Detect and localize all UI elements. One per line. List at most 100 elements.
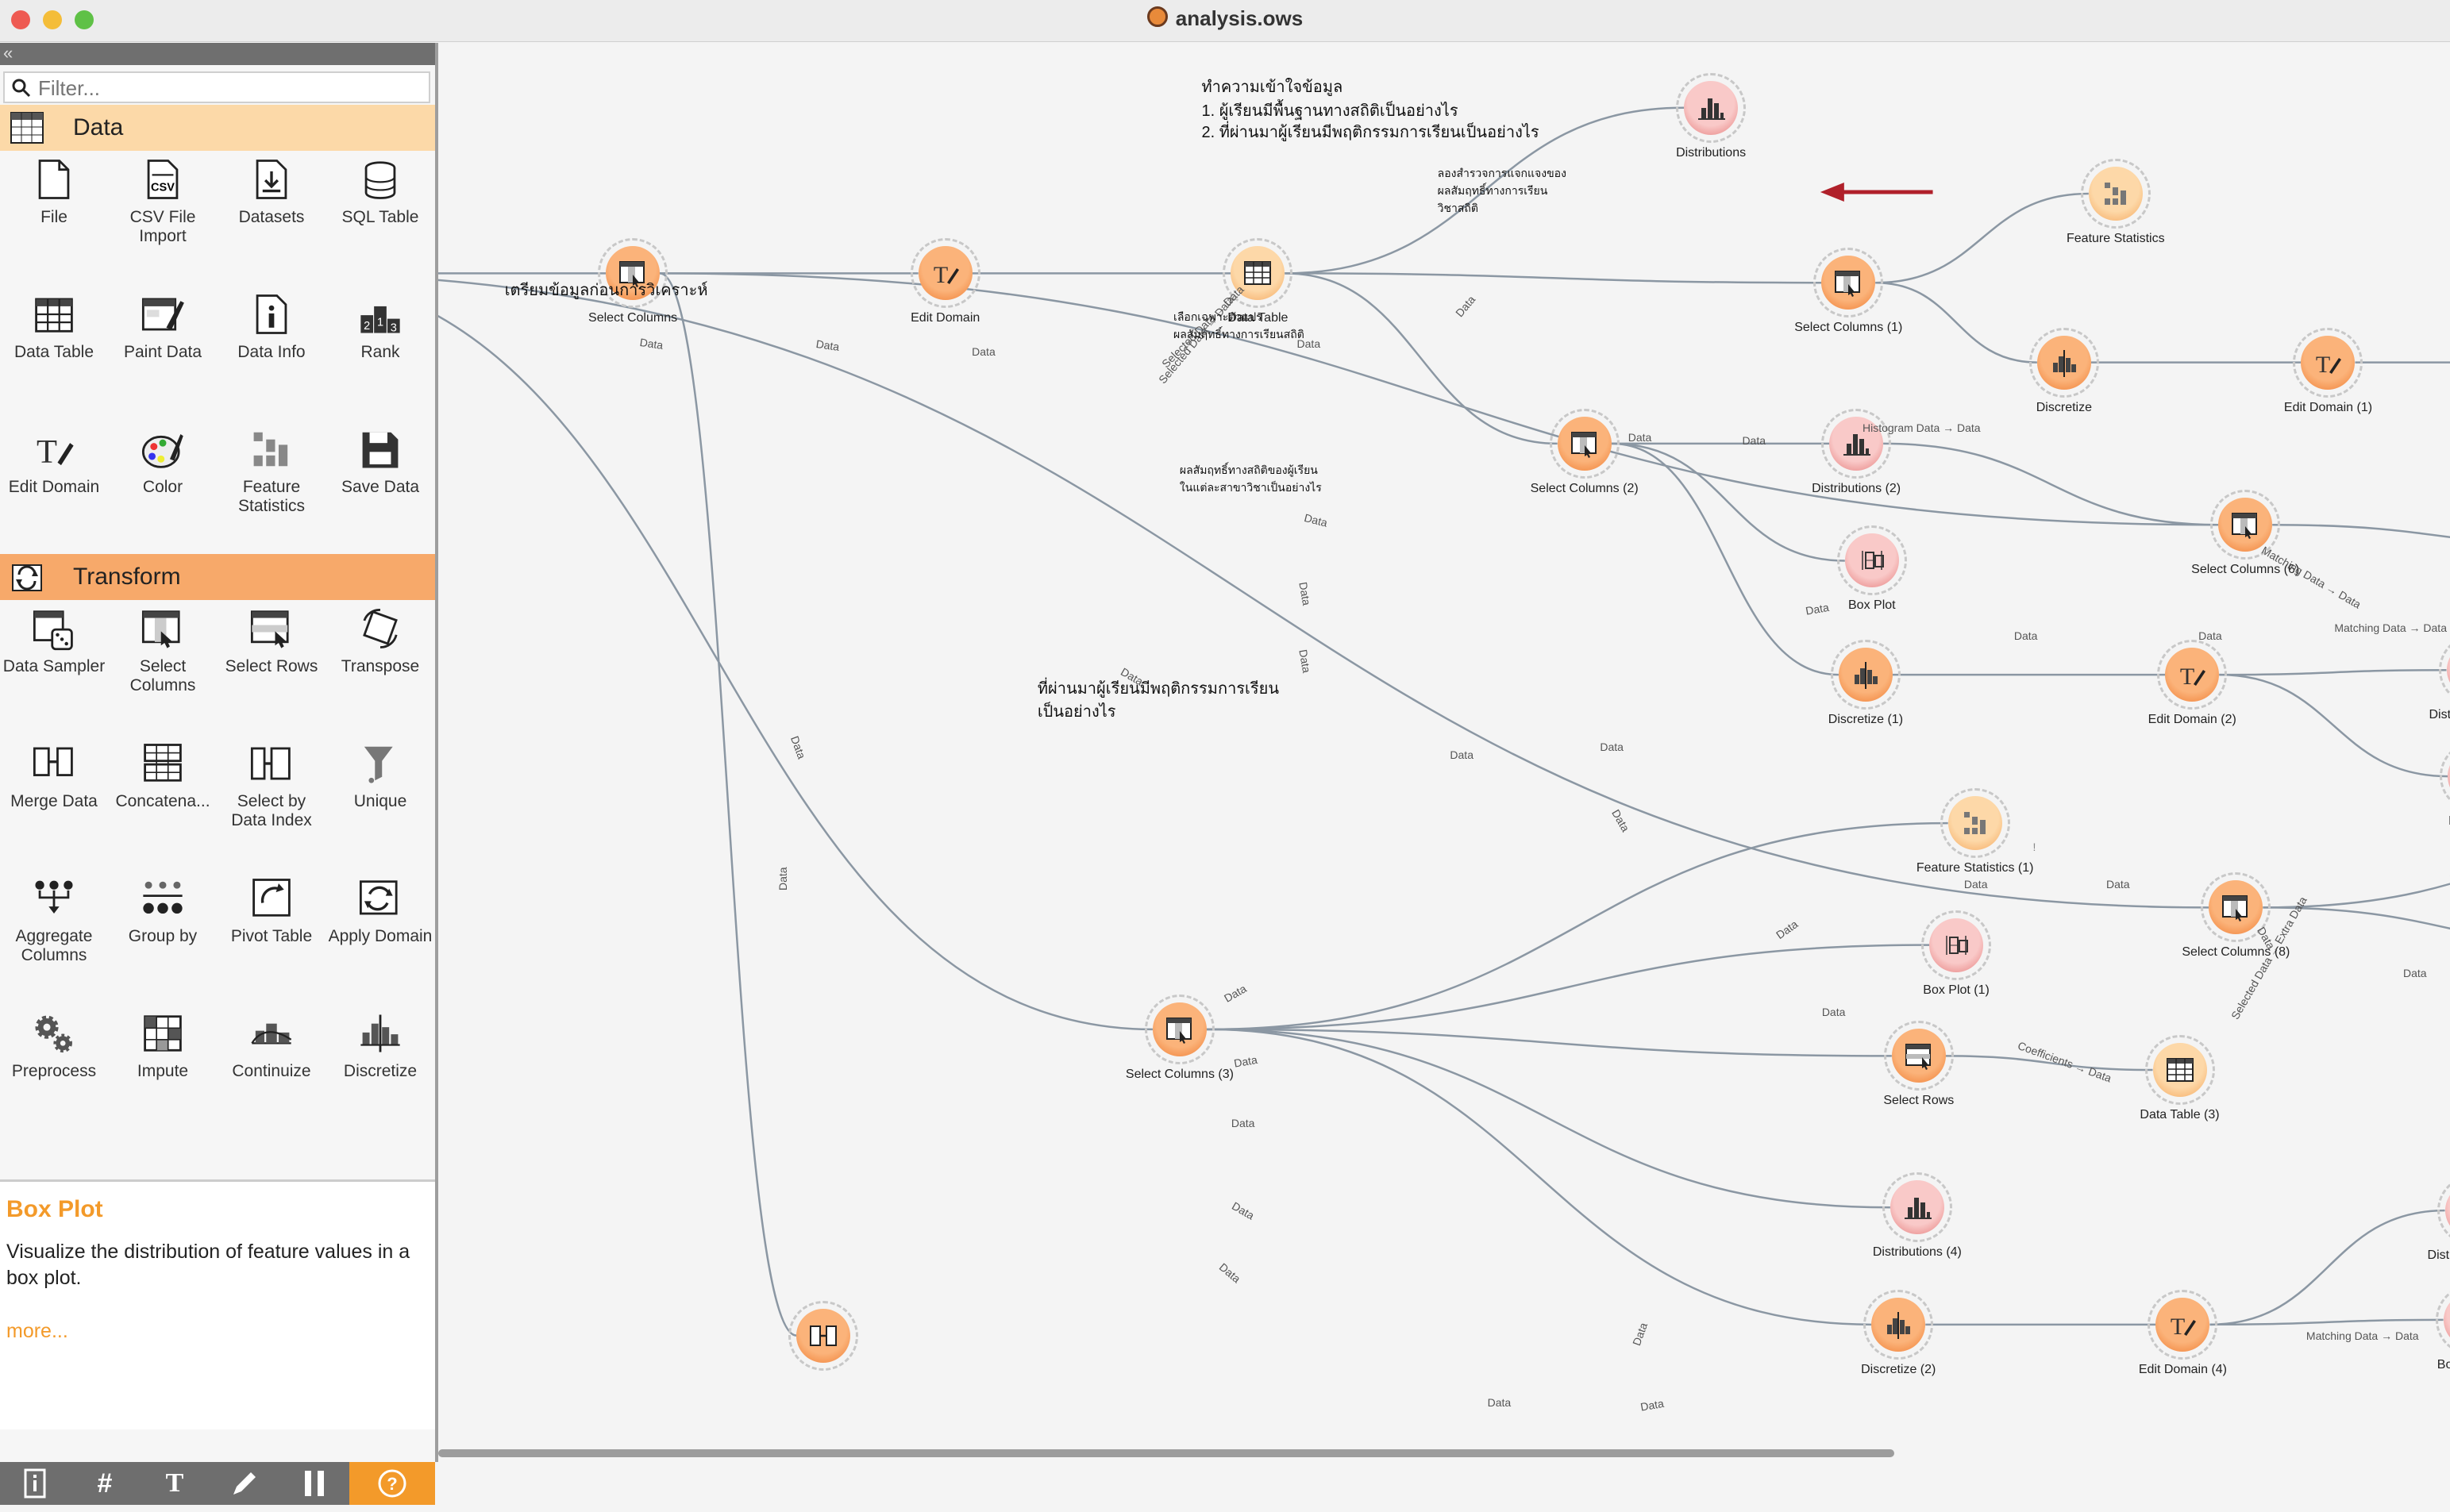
node-label[interactable]: Select Columns (6) — [2191, 563, 2300, 577]
text-annotation[interactable]: ผลสัมฤทธิ์ทางการเรียน — [1437, 184, 1548, 198]
node-label[interactable]: Edit Domain (1) — [2283, 400, 2373, 414]
node-select-columns-6[interactable]: Select Columns (6) — [2191, 477, 2299, 576]
node-select-columns-2[interactable]: Select Columns (2) — [1531, 396, 1639, 495]
pause-icon[interactable] — [279, 1462, 349, 1505]
workflow-link[interactable] — [1945, 1055, 2153, 1071]
info-icon[interactable] — [0, 1462, 70, 1505]
workflow-link[interactable] — [1285, 272, 1558, 445]
node-label[interactable]: Feature Statistics — [2067, 232, 2165, 246]
workflow-link[interactable] — [1611, 442, 1845, 562]
node-box-plot[interactable]: Box Plot — [1824, 513, 1920, 612]
node-label[interactable]: Select Columns (2) — [1530, 481, 1639, 495]
workflow-link[interactable] — [659, 272, 797, 1337]
workflow-link[interactable] — [1285, 106, 1685, 275]
workflow-link[interactable] — [438, 273, 1153, 1031]
node-label[interactable]: Data Table (3) — [2140, 1108, 2220, 1122]
workflow-link[interactable] — [1206, 821, 1948, 1031]
node-label[interactable]: Discretize (2) — [1861, 1362, 1936, 1376]
node-label[interactable]: Data Table — [1227, 311, 1289, 325]
widget-file[interactable]: File — [0, 157, 108, 227]
node-label[interactable]: Select Columns (3) — [1125, 1067, 1234, 1081]
text-annotation[interactable]: ที่ผ่านมาผู้เรียนมีพฤติกรรมการเรียน — [1037, 679, 1280, 698]
node-select-rows[interactable]: Select Rows — [1871, 1008, 1967, 1107]
node-label[interactable]: Box Plot — [1848, 598, 1896, 613]
widget-datasets[interactable]: Datasets — [218, 157, 326, 227]
horizontal-scrollbar[interactable] — [438, 1449, 1894, 1457]
pen-icon[interactable] — [210, 1462, 279, 1505]
workflow-link[interactable] — [1875, 192, 2089, 284]
workflow-link[interactable] — [2263, 809, 2450, 909]
workflow-link[interactable] — [2209, 1318, 2444, 1326]
workflow-link[interactable] — [1206, 1028, 1890, 1209]
filter-input[interactable] — [37, 76, 421, 100]
node-box-plot-2[interactable]: Box Plot (2) — [2423, 1272, 2450, 1372]
workflow-canvas[interactable]: CSVนำเข้าไฟล์student_datatSelect Columns… — [438, 43, 2450, 1462]
node-label[interactable]: Edit Domain (4) — [2138, 1362, 2228, 1376]
text-annotation[interactable]: 2. ที่ผ่านมาผู้เรียนมีพฤติกรรมการเรียนเป… — [1201, 124, 1539, 142]
node-feature-statistics-1[interactable]: Feature Statistics (1) — [1916, 775, 2033, 875]
warning-icon[interactable]: ! — [2032, 840, 2036, 853]
node-data-table-3[interactable]: Data Table (3) — [2132, 1022, 2228, 1121]
node-merge-data-partial[interactable] — [776, 1288, 871, 1383]
node-label[interactable]: Edit Domain — [911, 311, 980, 325]
workflow-link[interactable] — [1206, 944, 1930, 1031]
widget-pivot-table[interactable]: Pivot Table — [218, 876, 326, 946]
workflow-link[interactable] — [1206, 1028, 1892, 1057]
widget-feature-statistics[interactable]: Feature Statistics — [218, 427, 326, 516]
node-pie-chart[interactable]: Pie Chart — [2427, 729, 2450, 828]
node-select-columns-1[interactable]: Select Columns (1) — [1794, 235, 1902, 334]
text-annotation[interactable]: เป็นอย่างไร — [1037, 703, 1116, 721]
workflow-link[interactable] — [438, 273, 2209, 909]
widget-data-sampler[interactable]: Data Sampler — [0, 606, 108, 676]
node-distributions-3[interactable]: Distributions (3) — [2426, 622, 2450, 721]
close-window-button[interactable] — [11, 10, 30, 29]
node-label[interactable]: Distributions (3) — [2429, 708, 2450, 722]
widget-select-rows[interactable]: Select Rows — [218, 606, 326, 676]
node-select-columns-8[interactable]: Select Columns (8) — [2182, 860, 2290, 959]
node-distributions-4[interactable]: Distributions (4) — [1870, 1160, 1965, 1259]
workflow-link[interactable] — [1875, 281, 2037, 364]
text-annotation[interactable]: ในแต่ละสาขาวิชาเป็นอย่างไร — [1179, 481, 1322, 494]
widget-transpose[interactable]: Transpose — [326, 606, 434, 676]
widget-apply-domain[interactable]: Apply Domain — [326, 876, 434, 946]
widget-data-info[interactable]: Data Info — [218, 292, 326, 362]
text-annotation[interactable]: วิชาสถิติ — [1437, 201, 1478, 214]
text-annotation[interactable]: เลือกเฉพาะตัวแปร — [1173, 310, 1262, 324]
widget-select-columns[interactable]: Select Columns — [109, 606, 217, 695]
workflow-link[interactable] — [2219, 673, 2448, 778]
node-distributions-5[interactable]: Distributions (5) — [2425, 1163, 2450, 1262]
text-annotation[interactable]: เตรียมข้อมูลก่อนการวิเคราะห์ — [504, 282, 708, 300]
node-label[interactable]: Distributions (4) — [1872, 1245, 1962, 1260]
node-label[interactable]: Select Rows — [1883, 1094, 1955, 1108]
node-select-columns[interactable]: Select Columns — [585, 225, 680, 325]
filter-field[interactable] — [3, 71, 430, 103]
node-label[interactable]: Box Plot (2) — [2437, 1357, 2450, 1372]
node-select-columns-3[interactable]: Select Columns (3) — [1126, 982, 1234, 1081]
text-annotation[interactable]: ทำความเข้าใจข้อมูล — [1201, 79, 1343, 97]
node-distributions-2[interactable]: Distributions (2) — [1809, 396, 1904, 495]
widget-color[interactable]: Color — [109, 427, 217, 497]
text-annotation[interactable]: 1. ผู้เรียนมีพื้นฐานทางสถิติเป็นอย่างไร — [1201, 102, 1458, 120]
text-annotation[interactable]: ผลสัมฤทธิ์ทางสถิติของผู้เรียน — [1179, 464, 1318, 477]
widget-merge-data[interactable]: Merge Data — [0, 741, 108, 811]
widget-discretize[interactable]: Discretize — [326, 1011, 434, 1081]
widget-continuize[interactable]: Continuize — [218, 1011, 326, 1081]
node-box-plot-1[interactable]: Box Plot (1) — [1909, 898, 2004, 997]
more-link[interactable]: more... — [6, 1320, 68, 1342]
widget-unique[interactable]: Unique — [326, 741, 434, 811]
node-label[interactable]: Distributions (5) — [2427, 1248, 2450, 1263]
node-label[interactable]: Box Plot (1) — [1923, 983, 1990, 997]
widget-sql-table[interactable]: SQL Table — [326, 157, 434, 227]
widget-group-by[interactable]: Group by — [109, 876, 217, 946]
widget-aggregate-columns[interactable]: Aggregate Columns — [0, 876, 108, 965]
node-discretize[interactable]: Discretize — [2017, 315, 2112, 414]
collapse-toolbox-button[interactable]: « — [0, 43, 435, 65]
widget-impute[interactable]: Impute — [109, 1011, 217, 1081]
node-label[interactable]: Select Columns (8) — [2182, 945, 2290, 960]
node-data-table[interactable]: Data Table — [1210, 225, 1305, 325]
